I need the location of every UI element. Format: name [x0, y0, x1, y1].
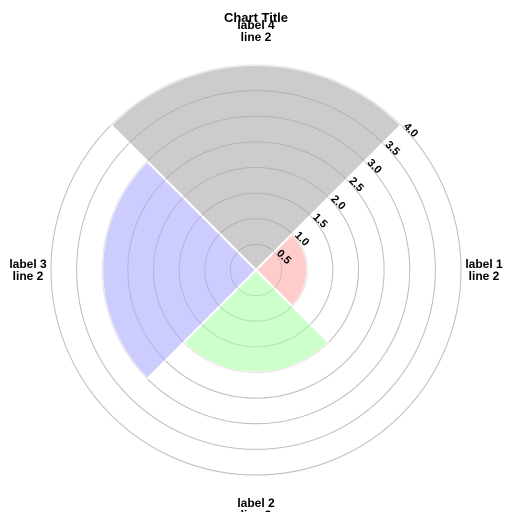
r-tick-label: 4.0: [401, 121, 420, 140]
grid-ring-overlay: [50, 64, 462, 476]
grid-ring-overlay: [229, 243, 283, 297]
slice-2: [182, 268, 330, 374]
category-label-1-line-1: label 1: [465, 257, 503, 271]
category-label-3-line-2: line 2: [13, 269, 44, 283]
category-label-4-line-2: line 2: [241, 30, 272, 44]
grid-ring-overlay: [76, 90, 436, 450]
category-label-1-line-2: line 2: [469, 269, 500, 283]
chart-title: Chart Title: [224, 10, 288, 25]
data-slices: [50, 64, 462, 476]
grid-ring-overlay: [178, 192, 334, 348]
category-label-2-line-2: line 2: [241, 508, 272, 512]
category-label-2-line-1: label 2: [237, 496, 275, 510]
category-label-3-line-1: label 3: [9, 257, 47, 271]
grid-ring-overlay: [101, 115, 411, 425]
slice-4: [109, 64, 403, 272]
grid-ring-overlay: [127, 141, 385, 399]
grid-ring-overlay: [204, 218, 308, 322]
category-label-4-line-1: label 4: [237, 18, 275, 32]
slice-1: [254, 232, 309, 308]
grid-ring-overlay: [153, 167, 359, 373]
slice-3: [101, 159, 258, 381]
